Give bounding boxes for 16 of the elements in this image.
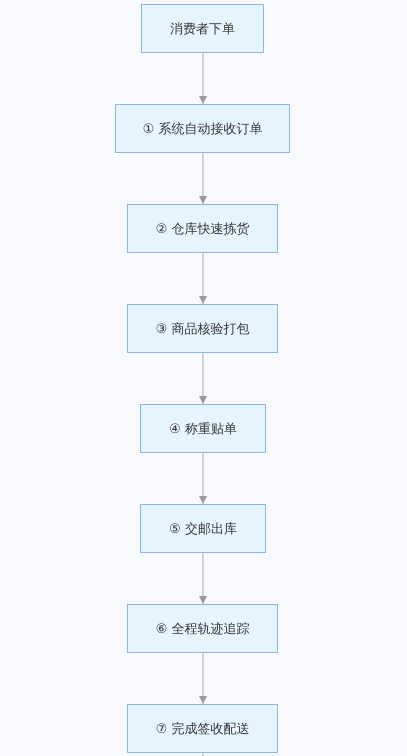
arrow (199, 53, 207, 104)
process-box: ⑦ 完成签收配送 (127, 704, 278, 753)
process-box: ② 仓库快速拣货 (127, 204, 278, 253)
process-box: ④ 称重贴单 (140, 404, 266, 453)
process-box: ⑤ 交邮出库 (140, 504, 266, 553)
arrow (199, 653, 207, 704)
process-box: ③ 商品核验打包 (127, 304, 278, 353)
process-box: ⑥ 全程轨迹追踪 (127, 604, 278, 653)
process-box: ① 系统自动接收订单 (115, 104, 290, 153)
arrow (199, 553, 207, 604)
process-box: 消费者下单 (141, 4, 264, 53)
arrow (199, 453, 207, 504)
arrow (199, 153, 207, 204)
arrow (199, 253, 207, 304)
arrow (199, 353, 207, 404)
connector-line (202, 753, 204, 756)
